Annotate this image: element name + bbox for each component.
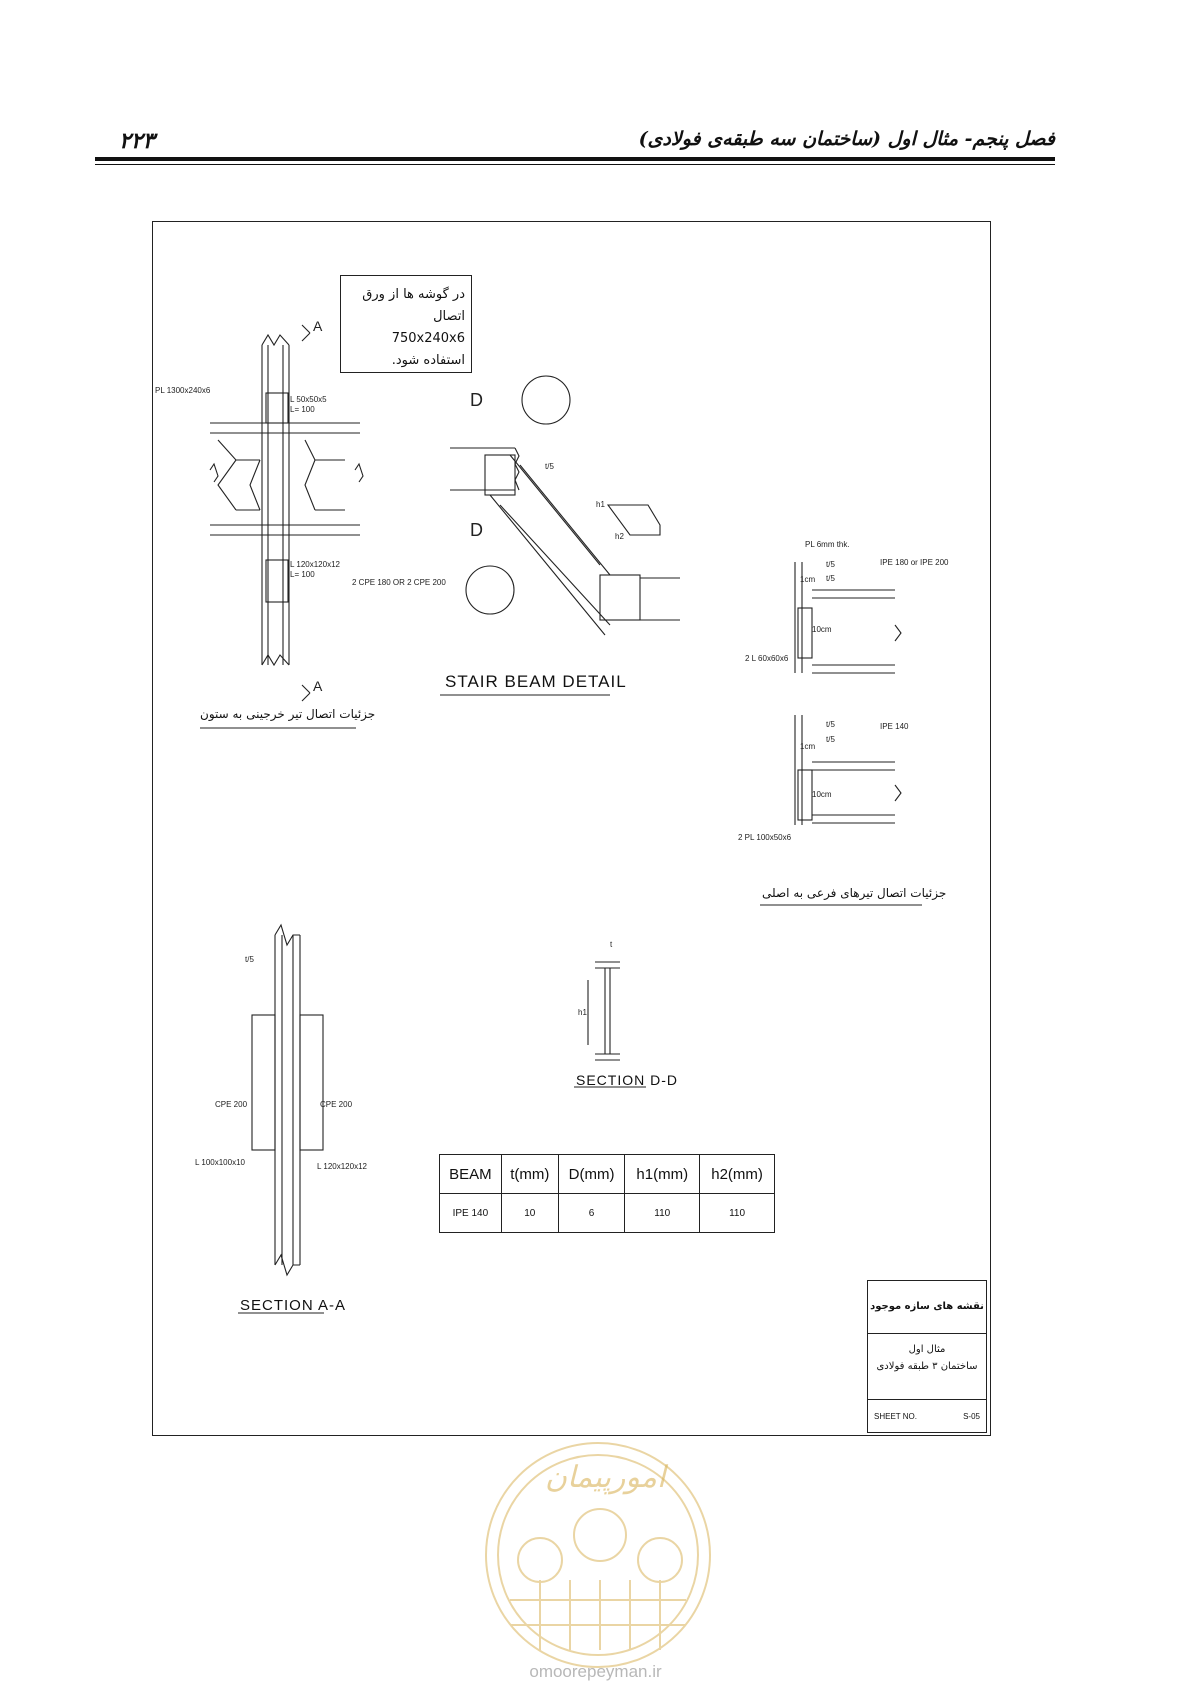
aa-left-column: CPE 200 [215,1100,248,1109]
secondary-beam-title: جزئیات اتصال تیرهای فرعی به اصلی [762,886,947,900]
cell-d: 6 [557,1193,626,1233]
note-line-1: در گوشه ها از ورق اتصال [362,287,465,324]
sheet-no-value: S-05 [963,1411,980,1421]
angle-top-label: L 50x50x5 [290,395,327,404]
beam-spec-table: BEAM t(mm) D(mm) h1(mm) h2(mm) IPE 140 1… [439,1154,775,1233]
table-row: IPE 140 10 6 110 110 [439,1193,775,1233]
dd-dim-h1: h1 [578,1008,587,1017]
dd-dim-t: t [610,940,613,949]
section-aa-drawing [238,923,324,1314]
sec-bottom-length: 10cm [812,790,832,799]
stair-h1: h1 [596,500,605,509]
sec-top-beam-label: IPE 180 or IPE 200 [880,558,949,567]
stair-beam-drawing [440,375,680,696]
sec-bottom-gap: 1cm [800,742,816,751]
page-number: ۲۲۳ [119,128,155,154]
section-aa-title: SECTION A-A [240,1297,347,1314]
table-header-d: D(mm) [557,1154,626,1194]
watermark-brand: امورپیمان [545,1460,666,1495]
table-header-beam: BEAM [439,1154,502,1194]
aa-right-column: CPE 200 [320,1100,353,1109]
stair-beam-title: STAIR BEAM DETAIL [445,672,627,691]
table-header-h1: h1(mm) [624,1154,701,1194]
table-header-h2: h2(mm) [699,1154,775,1194]
title-block-project-line1: مثال اول [908,1344,946,1355]
title-block-project: مثال اول ساختمان ۳ طبقه فولادی [868,1334,986,1400]
header-rule-thin [95,164,1055,165]
sec-top-length: 10cm [812,625,832,634]
cell-h1: 110 [624,1193,701,1233]
section-dd-drawing [574,961,646,1088]
cell-t: 10 [500,1193,559,1233]
section-marker-d-1: D [470,390,483,410]
aa-left-angle: L 100x100x10 [195,1158,245,1167]
corner-plate-note: در گوشه ها از ورق اتصال 750x240x6 استفاد… [340,275,472,373]
stair-weld-label: t/5 [545,462,554,471]
angle-bottom-length: L= 100 [290,570,315,579]
sec-plate-label: PL 6mm thk. [805,540,850,549]
cell-h2: 110 [699,1193,775,1233]
cell-beam: IPE 140 [439,1193,502,1233]
section-dd-title: SECTION D-D [576,1072,678,1088]
title-block-sheet: SHEET NO. S-05 [868,1400,986,1433]
secondary-beam-drawing [760,562,922,906]
sec-top-weld-1: t/5 [826,560,835,569]
aa-weld-label: t/5 [245,955,254,964]
sheet-no-label: SHEET NO. [874,1411,917,1421]
sec-top-weld-2: t/5 [826,574,835,583]
header-rule-thick [95,157,1055,161]
watermark-emblem [485,1442,711,1668]
stair-h2: h2 [615,532,624,541]
title-block-project-line2: ساختمان ۳ طبقه فولادی [876,1361,978,1372]
table-header-row: BEAM t(mm) D(mm) h1(mm) h2(mm) [439,1154,775,1194]
chapter-title: فصل پنجم- مثال اول (ساختمان سه طبقه‌ی فو… [638,128,1055,150]
title-block-drawing-name: نقشه های سازه موجود [868,1281,986,1334]
watermark-url: omoorepeyman.ir [529,1662,662,1681]
column-label: 2 CPE 180 OR 2 CPE 200 [352,578,446,587]
drawing-sheet-frame [152,221,991,1436]
page-header: ۲۲۳ فصل پنجم- مثال اول (ساختمان سه طبقه‌… [95,128,1055,168]
sec-top-gap: 1cm [800,575,816,584]
aa-right-angle: L 120x120x12 [317,1162,367,1171]
title-block: نقشه های سازه موجود مثال اول ساختمان ۳ ط… [867,1280,987,1433]
sec-bottom-weld-2: t/5 [826,735,835,744]
table-header-t: t(mm) [500,1154,559,1194]
note-line-2: 750x240x6 استفاده شود. [391,331,465,368]
sec-bottom-beam-label: IPE 140 [880,722,909,731]
beam-column-title: جزئیات اتصال تیر خرجینی به ستون [200,707,376,721]
sec-top-angle: 2 L 60x60x6 [745,654,789,663]
section-marker-a-top: A [313,318,323,334]
plate-label: PL 1300x240x6 [155,386,211,395]
section-marker-d-2: D [470,520,483,540]
angle-bottom-label: L 120x120x12 [290,560,340,569]
beam-column-drawing [200,324,364,729]
angle-top-length: L= 100 [290,405,315,414]
section-marker-a-bottom: A [313,678,323,694]
sec-bottom-angle: 2 PL 100x50x6 [738,833,792,842]
sec-bottom-weld-1: t/5 [826,720,835,729]
